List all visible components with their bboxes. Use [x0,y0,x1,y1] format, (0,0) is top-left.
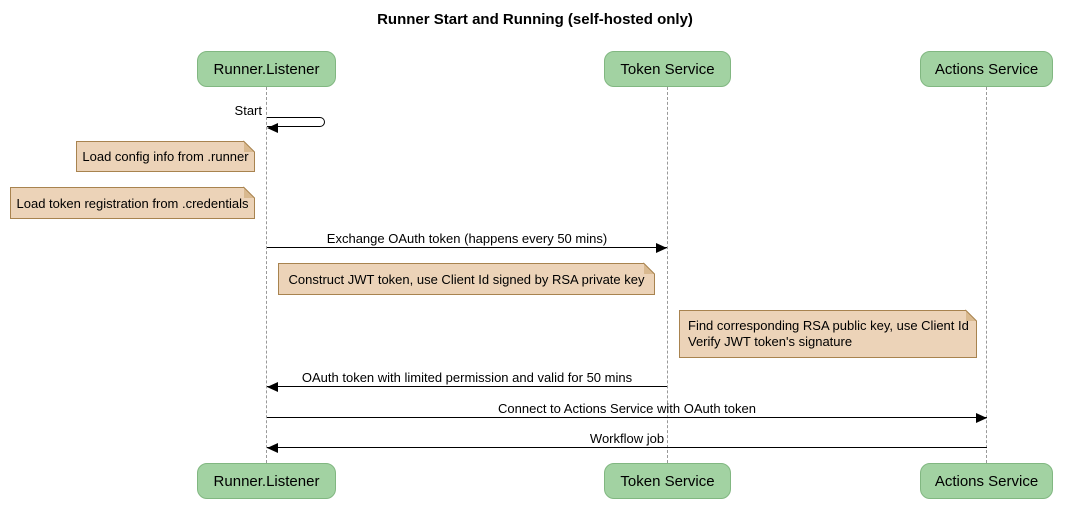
actor-label: Runner.Listener [213,472,320,490]
message-workflow-job-line [267,447,987,448]
actor-label: Actions Service [934,60,1039,78]
actor-top-runner-listener: Runner.Listener [197,51,336,87]
actor-label: Actions Service [934,472,1039,490]
actor-top-token-service: Token Service [604,51,731,87]
message-oauth-return-label: OAuth token with limited permission and … [301,370,633,385]
actor-top-actions-service: Actions Service [920,51,1053,87]
message-oauth-return-line [267,386,667,387]
lifeline-token-service [667,87,668,463]
actor-label: Token Service [620,472,715,490]
message-connect-actions-line [267,417,987,418]
arrowhead-left-icon [267,382,278,392]
lifeline-runner-listener [266,87,267,463]
actor-bottom-runner-listener: Runner.Listener [197,463,336,499]
diagram-title: Runner Start and Running (self-hosted on… [377,11,693,28]
message-exchange-oauth-line [267,247,667,248]
actor-label: Runner.Listener [213,60,320,78]
message-exchange-oauth-label: Exchange OAuth token (happens every 50 m… [326,231,608,246]
note-verify-jwt: Find corresponding RSA public key, use C… [679,310,977,358]
lifeline-actions-service [986,87,987,463]
actor-bottom-actions-service: Actions Service [920,463,1053,499]
note-text-line2: Verify JWT token's signature [688,334,853,349]
arrowhead-left-icon [267,123,278,133]
note-text: Load token registration from .credential… [16,195,249,211]
self-message-start-label: Start [234,103,262,118]
self-message-loop [267,117,325,127]
arrowhead-left-icon [267,443,278,453]
message-connect-actions-label: Connect to Actions Service with OAuth to… [498,401,756,416]
actor-bottom-token-service: Token Service [604,463,731,499]
note-load-config: Load config info from .runner [76,141,255,172]
message-workflow-job-label: Workflow job [589,431,665,446]
actor-label: Token Service [620,60,715,78]
arrowhead-right-icon [656,243,667,253]
arrowhead-right-icon [976,413,987,423]
note-load-token-registration: Load token registration from .credential… [10,187,255,219]
note-text-line1: Find corresponding RSA public key, use C… [688,318,969,333]
note-text: Load config info from .runner [82,149,249,164]
note-text: Construct JWT token, use Client Id signe… [288,271,645,287]
note-construct-jwt: Construct JWT token, use Client Id signe… [278,263,655,295]
